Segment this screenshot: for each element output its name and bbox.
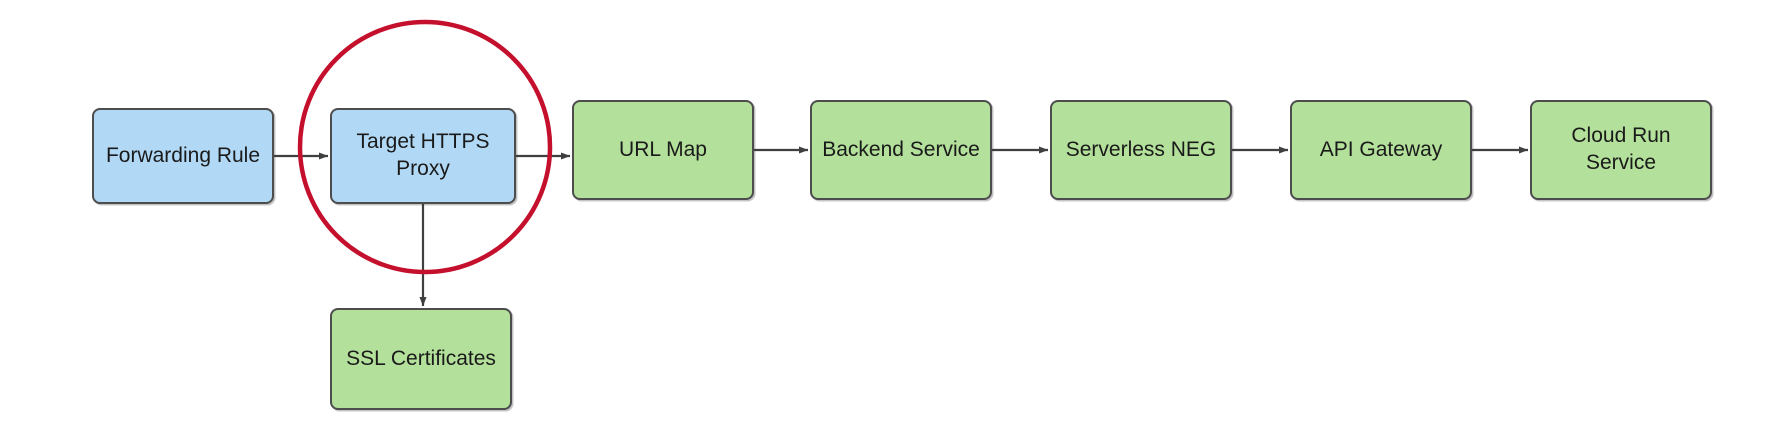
node-backend-service-label: Backend Service [822, 137, 980, 161]
node-url-map[interactable]: URL Map [572, 100, 754, 200]
node-ssl-certificates-label: SSL Certificates [346, 346, 496, 370]
node-serverless-neg-label: Serverless NEG [1065, 137, 1217, 161]
node-ssl-certificates[interactable]: SSL Certificates [330, 308, 512, 410]
node-cloud-run-service[interactable]: Cloud Run Service [1530, 100, 1712, 200]
node-backend-service[interactable]: Backend Service [810, 100, 992, 200]
node-url-map-label: URL Map [619, 137, 707, 161]
node-api-gateway[interactable]: API Gateway [1290, 100, 1472, 200]
node-target-https-proxy-label: Target HTTPS Proxy [356, 130, 490, 180]
node-forwarding-rule[interactable]: Forwarding Rule [92, 108, 274, 204]
node-cloud-run-service-label: Cloud Run Service [1571, 124, 1671, 174]
node-target-https-proxy[interactable]: Target HTTPS Proxy [330, 108, 516, 204]
node-api-gateway-label: API Gateway [1319, 137, 1443, 161]
node-forwarding-rule-label: Forwarding Rule [105, 143, 261, 167]
node-serverless-neg[interactable]: Serverless NEG [1050, 100, 1232, 200]
